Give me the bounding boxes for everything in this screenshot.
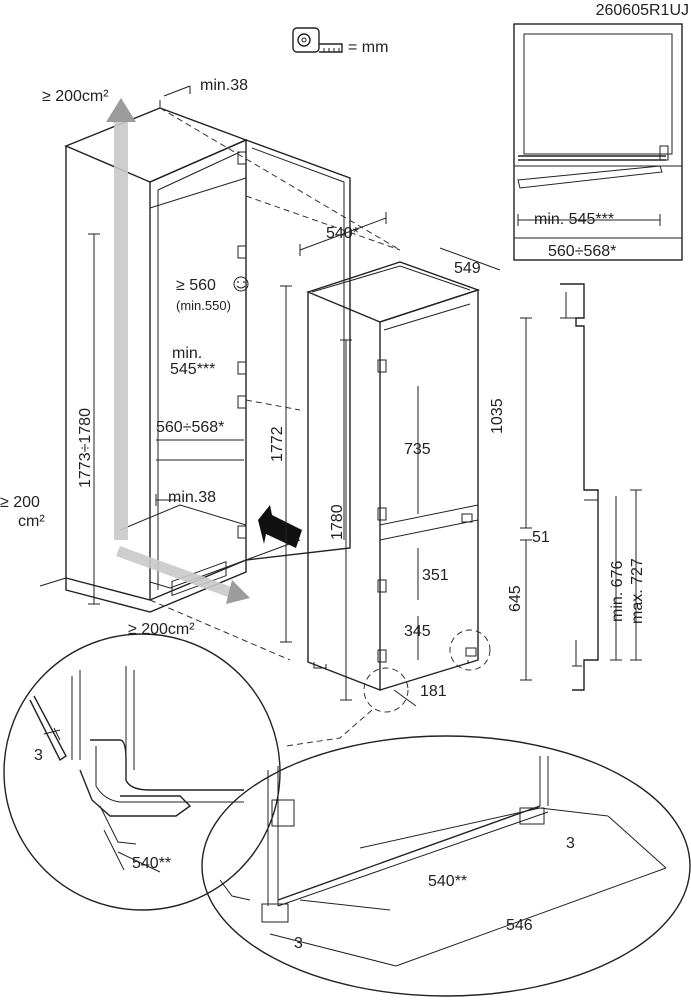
dim-51-label: 51 — [532, 529, 550, 546]
fridge-appliance — [305, 261, 481, 692]
depth-540-label: 540* — [326, 225, 359, 242]
detail-left-540-label: 540** — [132, 855, 171, 872]
detail-right-view — [201, 735, 691, 997]
height-1780-label: 1780 — [329, 504, 346, 540]
dim-181-label: 181 — [420, 683, 447, 700]
tape-measure-icon — [292, 27, 343, 53]
detail-right-546-label: 546 — [506, 917, 533, 934]
side-profile-view — [560, 283, 642, 691]
niche-min550-label: (min.550) — [176, 298, 231, 313]
detail-left-3-label: 3 — [34, 747, 43, 764]
side-max727-label: max. 727 — [629, 558, 646, 624]
projection-lines — [149, 107, 401, 661]
vent-arrow-bottom — [116, 546, 250, 604]
top-560-568-label: 560÷568* — [548, 243, 616, 260]
min545-label-line1: min. — [172, 345, 202, 362]
drawing-id: 260605R1UJ — [596, 2, 689, 19]
vent-arrow-up — [106, 98, 136, 540]
detail-connector — [285, 709, 373, 747]
vent-top-label: ≥ 200cm² — [42, 88, 109, 105]
dim-645-label: 645 — [507, 585, 524, 612]
detail-circle-right — [449, 629, 491, 671]
dim-345-label: 345 — [404, 623, 431, 640]
min545-label-line2: 545*** — [170, 361, 215, 378]
detail-left-view — [3, 633, 281, 911]
dim-351-label: 351 — [422, 567, 449, 584]
width-560-568-label: 560÷568* — [156, 419, 224, 436]
vent-left-label-line2: cm² — [18, 513, 45, 530]
top-min545-label: min. 545*** — [534, 211, 614, 228]
min38-top-label: min.38 — [200, 77, 248, 94]
dimension-lines — [88, 85, 532, 707]
side-min676-label: min. 676 — [609, 561, 626, 622]
dim-1035-label: 1035 — [489, 398, 506, 434]
niche-height-label: 1773÷1780 — [77, 408, 94, 488]
height-1772-label: 1772 — [269, 426, 286, 462]
dim-735-label: 735 — [404, 441, 431, 458]
width-549-label: 549 — [454, 260, 481, 277]
min38-bottom-label: min.38 — [168, 489, 216, 506]
detail-right-3-top-label: 3 — [566, 835, 575, 852]
smiley-icon — [233, 276, 249, 292]
detail-circle-left — [363, 667, 409, 713]
detail-right-3-bottom-label: 3 — [294, 935, 303, 952]
unit-label: = mm — [348, 39, 388, 56]
top-section-view — [513, 23, 683, 261]
detail-right-540-label: 540** — [428, 873, 467, 890]
insert-arrow — [258, 505, 302, 548]
niche-560-label: ≥ 560 — [176, 277, 216, 294]
vent-left-label-line1: ≥ 200 — [0, 494, 40, 511]
